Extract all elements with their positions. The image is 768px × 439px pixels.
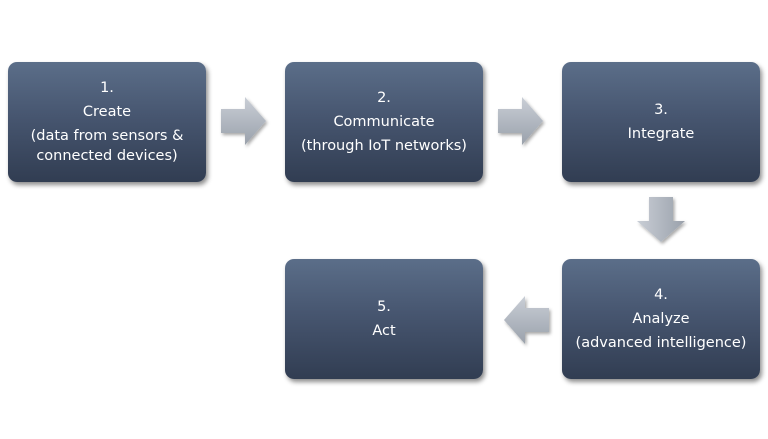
step-box-create: 1. Create (data from sensors & connected… — [8, 62, 206, 182]
step-box-analyze: 4. Analyze (advanced intelligence) — [562, 259, 760, 379]
step-title: Analyze — [632, 311, 690, 327]
step-description-line-1: (data from sensors & — [30, 128, 184, 144]
arrow-left-icon — [503, 296, 549, 344]
step-box-communicate: 2. Communicate (through IoT networks) — [285, 62, 483, 182]
step-title: Integrate — [627, 126, 695, 142]
arrow-down-icon — [637, 197, 685, 243]
step-box-act: 5. Act — [285, 259, 483, 379]
step-description-line-1: (advanced intelligence) — [575, 335, 747, 351]
arrow-right-icon — [498, 97, 544, 145]
step-title: Communicate — [333, 114, 435, 130]
arrow-right-icon — [221, 97, 267, 145]
step-description-line-1: (through IoT networks) — [301, 138, 467, 154]
step-number: 4. — [654, 287, 668, 303]
step-description-line-2: connected devices) — [36, 148, 178, 164]
step-number: 2. — [377, 90, 391, 106]
step-number: 5. — [377, 299, 391, 315]
step-title: Create — [82, 104, 132, 120]
step-number: 1. — [100, 80, 114, 96]
step-number: 3. — [654, 102, 668, 118]
step-box-integrate: 3. Integrate — [562, 62, 760, 182]
step-title: Act — [372, 323, 396, 339]
